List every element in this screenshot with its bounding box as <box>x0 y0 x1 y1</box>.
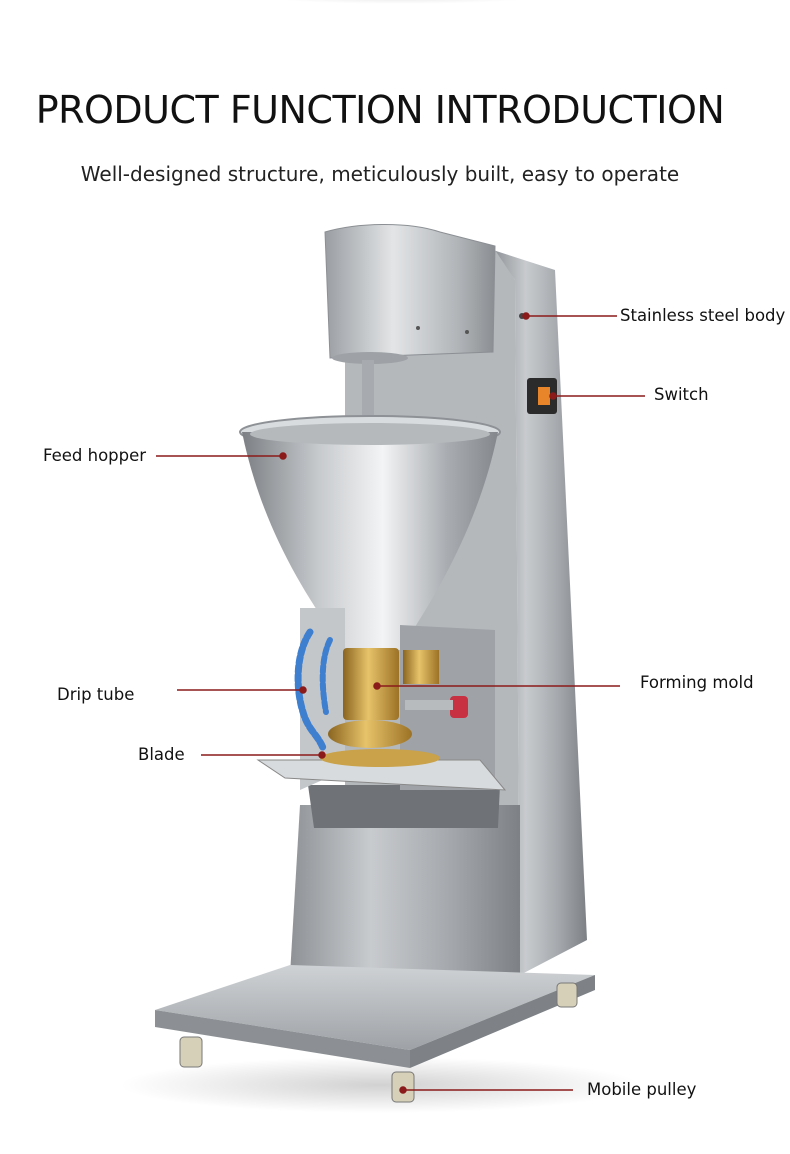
callout-drip-tube: Drip tube <box>57 685 135 704</box>
switch-icon <box>527 378 557 414</box>
feed-hopper <box>239 415 501 650</box>
drip-tube <box>294 628 327 752</box>
base-plate <box>155 965 595 1068</box>
callout-stainless-steel-body: Stainless steel body <box>620 306 786 325</box>
drip-tube-2 <box>319 637 333 715</box>
top-shadow <box>250 0 550 4</box>
callout-blade: Blade <box>138 745 185 764</box>
floor-shadow <box>120 1057 640 1113</box>
motor-head <box>324 224 525 418</box>
callout-lines <box>156 312 645 1094</box>
callout-feed-hopper: Feed hopper <box>43 446 147 465</box>
forming-mold <box>328 648 468 748</box>
page-title: PRODUCT FUNCTION INTRODUCTION <box>35 88 725 132</box>
callout-switch: Switch <box>654 385 709 404</box>
callout-forming-mold: Forming mold <box>640 673 754 692</box>
page-subtitle: Well-designed structure, meticulously bu… <box>80 162 680 186</box>
blade <box>256 749 507 791</box>
callout-mobile-pulley: Mobile pulley <box>587 1080 697 1099</box>
